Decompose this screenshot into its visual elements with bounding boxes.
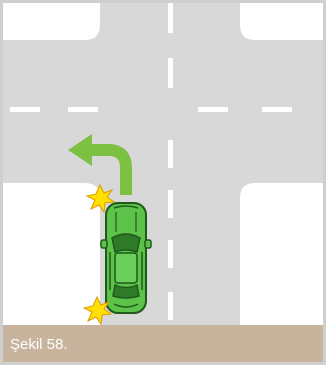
lane-dash [168, 292, 173, 320]
sidewalk-top-left [3, 3, 100, 40]
lane-dash [168, 3, 173, 33]
sidewalk-bottom-right [240, 183, 323, 325]
lane-dash [198, 107, 228, 112]
car-rear-window [113, 285, 139, 298]
lane-dash [68, 107, 98, 112]
green-car [101, 203, 151, 313]
lane-dash [262, 107, 292, 112]
sidewalk-top-right [240, 3, 323, 40]
lane-dash [168, 140, 173, 168]
lane-dash [168, 190, 173, 218]
figure-caption: Şekil 58. [10, 336, 68, 353]
lane-dash [10, 107, 40, 112]
mirror-right [145, 240, 151, 248]
sidewalk-bottom-left [3, 183, 100, 325]
car-windshield [112, 234, 140, 252]
lane-dash [168, 58, 173, 88]
mirror-left [101, 240, 107, 248]
lane-dash [168, 240, 173, 268]
car-roof [115, 253, 137, 283]
